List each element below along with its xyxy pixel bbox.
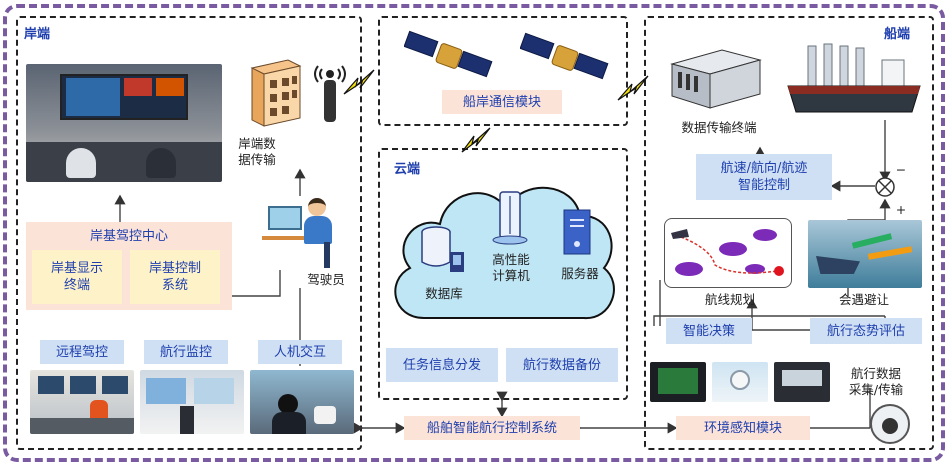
route-planning-label: 航线规划 bbox=[704, 292, 755, 307]
ship-title: 船端 bbox=[884, 27, 911, 42]
remote-control-photo bbox=[30, 370, 134, 434]
hci-photo bbox=[250, 370, 354, 434]
hci-tag: 人机交互 bbox=[258, 340, 342, 364]
person-leg bbox=[324, 242, 330, 268]
route-planning-map bbox=[664, 218, 792, 288]
cloud-title: 云端 bbox=[394, 162, 421, 177]
screen bbox=[658, 368, 698, 394]
data-terminal-label: 数据传输终端 bbox=[681, 120, 757, 135]
building-icon bbox=[250, 59, 302, 127]
server-label: 服务器 bbox=[561, 266, 599, 281]
console-desk bbox=[26, 142, 222, 182]
ship-intelligent-navigation-system: 船舶智能航行控制系统 bbox=[404, 416, 580, 440]
operator-figure bbox=[66, 148, 96, 178]
shore-display-terminal: 岸基显示 终端 bbox=[32, 250, 122, 304]
collision-avoidance-photo bbox=[808, 220, 922, 288]
data-collection-label: 航行数据 采集/传输 bbox=[848, 366, 904, 397]
outer-frame bbox=[3, 4, 945, 462]
database-label: 数据库 bbox=[425, 286, 463, 301]
wireless-link-icon bbox=[617, 75, 649, 101]
screen bbox=[194, 378, 234, 404]
sensor-dome bbox=[730, 370, 750, 390]
shore-panel bbox=[16, 16, 362, 450]
hpc-icon bbox=[492, 191, 528, 245]
shore-control-center-title: 岸基驾控中心 bbox=[89, 228, 168, 244]
screen bbox=[70, 376, 96, 394]
hpc-label: 高性能 计算机 bbox=[492, 252, 530, 283]
monitor-icon bbox=[268, 206, 302, 230]
sum-junction-icon bbox=[875, 177, 895, 197]
shore-transmit-label: 岸端数 据传输 bbox=[238, 136, 276, 167]
video-wall-screen bbox=[66, 78, 120, 116]
console-desk bbox=[30, 418, 134, 434]
navigation-monitor-photo bbox=[140, 370, 244, 434]
screen bbox=[38, 376, 64, 394]
video-wall-screen bbox=[124, 78, 152, 96]
remote-control-tag: 远程驾控 bbox=[40, 340, 124, 364]
camera-sensor-photo bbox=[712, 362, 768, 402]
environment-perception-module: 环境感知模块 bbox=[676, 416, 810, 440]
satellite-icon bbox=[520, 32, 609, 80]
radar-display-photo bbox=[650, 362, 706, 402]
screen bbox=[102, 376, 128, 394]
ship-silhouette bbox=[816, 256, 860, 274]
plus-sign: + bbox=[895, 202, 907, 217]
route-map-graphic bbox=[671, 229, 784, 276]
data-terminal-icon bbox=[670, 49, 762, 109]
operator-illustration bbox=[262, 198, 352, 270]
satellite-icon bbox=[404, 30, 493, 78]
sensor-camera-icon bbox=[870, 404, 910, 444]
person-body bbox=[304, 216, 332, 244]
screen bbox=[782, 370, 822, 386]
server-icon bbox=[563, 209, 591, 255]
controller bbox=[314, 406, 336, 424]
trajectory-arrow bbox=[867, 246, 913, 260]
vr-headset-user bbox=[278, 394, 298, 414]
operator-label: 驾驶员 bbox=[307, 272, 345, 287]
video-wall-screen bbox=[156, 78, 184, 96]
collision-avoidance-label: 会遇避让 bbox=[838, 292, 889, 307]
navigation-monitor-tag: 航行监控 bbox=[144, 340, 228, 364]
wireless-link-icon bbox=[343, 69, 375, 95]
antenna-icon bbox=[314, 65, 346, 122]
person-head bbox=[308, 198, 326, 216]
shore-title: 岸端 bbox=[24, 27, 51, 42]
operator-figure bbox=[146, 148, 176, 178]
ship-icon bbox=[787, 43, 921, 113]
comm-panel bbox=[378, 16, 628, 126]
operator-figure bbox=[272, 412, 306, 434]
instrument-panel-photo bbox=[774, 362, 830, 402]
desk bbox=[262, 236, 322, 240]
data-backup-box: 航行数据备份 bbox=[506, 348, 618, 382]
ship-panel bbox=[644, 16, 934, 450]
intelligent-decision-box: 智能决策 bbox=[666, 318, 752, 344]
trajectory-arrow bbox=[851, 233, 893, 249]
ship-shore-comm-module: 船岸通信模块 bbox=[442, 90, 562, 114]
situation-assessment-box: 航行态势评估 bbox=[810, 318, 922, 344]
task-distribution-box: 任务信息分发 bbox=[386, 348, 498, 382]
minus-sign: − bbox=[895, 162, 907, 177]
control-room-photo bbox=[26, 64, 222, 182]
wireless-link-icon bbox=[461, 127, 491, 153]
speed-heading-track-control: 航速/航向/航迹 智能控制 bbox=[696, 154, 832, 200]
shore-control-system: 岸基控制 系统 bbox=[130, 250, 220, 304]
screen bbox=[146, 378, 186, 404]
database-icon bbox=[421, 226, 464, 272]
operator-figure bbox=[180, 406, 194, 434]
